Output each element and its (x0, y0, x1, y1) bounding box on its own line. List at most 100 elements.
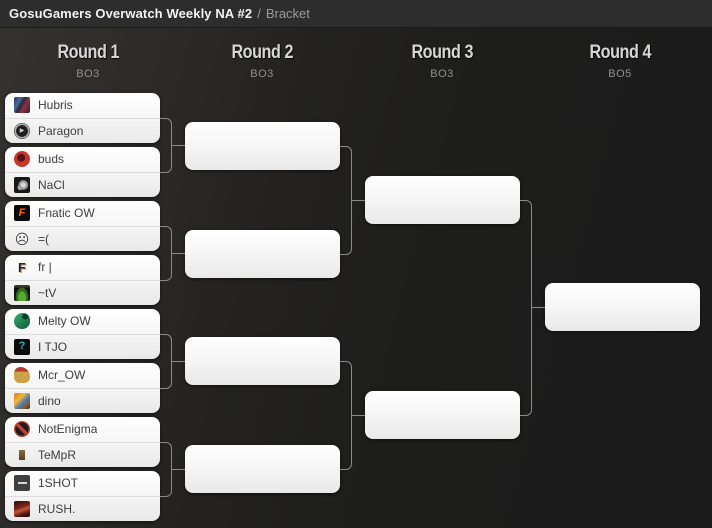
team-name: I TJO (38, 339, 68, 354)
round1-match-1[interactable]: Hubris ▶ Paragon (5, 93, 160, 143)
round3-slot-2 (365, 391, 520, 439)
fnatic-logo-icon: F (14, 205, 30, 222)
team-row: RUSH. (5, 497, 160, 522)
connector-bracket (160, 442, 172, 497)
connector-bracket (160, 334, 172, 389)
connector-bracket (520, 200, 532, 416)
team-row: Mcr_OW (5, 363, 160, 388)
round-4-format: BO5 (608, 68, 632, 80)
team-row: NotEnigma (5, 417, 160, 442)
tv-wing-logo-icon (14, 284, 30, 301)
round-2-header: Round 2 BO3 (174, 42, 350, 80)
breadcrumb: GosuGamers Overwatch Weekly NA #2 / Brac… (0, 0, 712, 28)
connector-stub (172, 361, 185, 362)
round-4-label: Round 4 (589, 42, 651, 63)
team-name: ~tV (38, 285, 57, 300)
team-name: Paragon (38, 123, 84, 138)
team-row: ~tV (5, 281, 160, 306)
team-name: fr | (38, 260, 52, 275)
team-row: ? I TJO (5, 335, 160, 360)
rush-logo-icon (14, 500, 30, 517)
round-2-format: BO3 (250, 68, 274, 80)
team-divider (5, 333, 160, 335)
round1-match-3[interactable]: F Fnatic OW ☹ =( (5, 201, 160, 251)
round1-match-4[interactable]: F fr | ~tV (5, 255, 160, 305)
team-divider (5, 171, 160, 173)
team-divider (5, 117, 160, 119)
connector-stub (172, 469, 185, 470)
round-3-header: Round 3 BO3 (354, 42, 530, 80)
round2-slot-1 (185, 122, 340, 170)
team-row: 1SHOT (5, 471, 160, 496)
team-divider (5, 387, 160, 389)
team-row: Melty OW (5, 309, 160, 334)
team-name: NotEnigma (38, 422, 98, 437)
team-row: ▶ Paragon (5, 119, 160, 144)
breadcrumb-separator: / (257, 6, 261, 21)
team-row: F fr | (5, 255, 160, 280)
connector-stub (352, 415, 365, 416)
team-name: NaCl (38, 177, 65, 192)
connector-stub (172, 253, 185, 254)
team-divider (5, 279, 160, 281)
team-name: dino (38, 393, 61, 408)
connector-stub (172, 145, 185, 146)
itjo-question-logo-icon: ? (14, 338, 30, 355)
round-3-format: BO3 (430, 68, 454, 80)
team-divider (5, 441, 160, 443)
notenigma-logo-icon (14, 421, 30, 438)
round2-slot-2 (185, 230, 340, 278)
paragon-logo-icon: ▶ (14, 122, 30, 139)
round1-match-6[interactable]: Mcr_OW dino (5, 363, 160, 413)
team-name: =( (38, 231, 50, 246)
hubris-logo-icon (14, 97, 30, 114)
team-name: Hubris (38, 98, 73, 113)
team-name: 1SHOT (38, 476, 79, 491)
tempr-logo-icon (14, 446, 30, 463)
round-4-header: Round 4 BO5 (532, 42, 708, 80)
team-name: TeMpR (38, 447, 77, 462)
team-row: ☹ =( (5, 227, 160, 252)
buds-logo-icon (14, 151, 30, 168)
round1-match-8[interactable]: 1SHOT RUSH. (5, 471, 160, 521)
round2-slot-4 (185, 445, 340, 493)
team-row: dino (5, 389, 160, 414)
team-row: Hubris (5, 93, 160, 118)
round-1-format: BO3 (76, 68, 100, 80)
connector-stub (352, 200, 365, 201)
team-name: RUSH. (38, 501, 76, 516)
breadcrumb-tournament-link[interactable]: GosuGamers Overwatch Weekly NA #2 (9, 6, 253, 21)
connector-bracket (340, 146, 352, 255)
round-1-label: Round 1 (57, 42, 119, 63)
team-name: buds (38, 152, 65, 167)
connector-bracket (340, 361, 352, 470)
team-name: Fnatic OW (38, 206, 95, 221)
nacl-logo-icon (14, 176, 30, 193)
round3-slot-1 (365, 176, 520, 224)
team-row: NaCl (5, 173, 160, 198)
team-row: F Fnatic OW (5, 201, 160, 226)
breadcrumb-section: Bracket (265, 6, 310, 21)
dino-logo-icon (14, 392, 30, 409)
round-1-header: Round 1 BO3 (0, 42, 176, 80)
fr-logo-icon: F (18, 259, 26, 275)
round1-match-5[interactable]: Melty OW ? I TJO (5, 309, 160, 359)
round1-match-7[interactable]: NotEnigma TeMpR (5, 417, 160, 467)
round1-match-2[interactable]: buds NaCl (5, 147, 160, 197)
round-3-label: Round 3 (411, 42, 473, 63)
round4-final-slot (545, 283, 700, 331)
connector-stub (532, 307, 545, 308)
round-2-label: Round 2 (231, 42, 293, 63)
melty-logo-icon (14, 313, 30, 330)
round2-slot-3 (185, 337, 340, 385)
team-name: Melty OW (38, 314, 91, 329)
team-row: TeMpR (5, 443, 160, 468)
team-divider (5, 495, 160, 497)
mcr-helmet-logo-icon (14, 367, 30, 384)
team-row: buds (5, 147, 160, 172)
connector-bracket (160, 118, 172, 173)
sad-face-logo-icon: ☹ (14, 230, 30, 247)
oneshot-logo-icon (14, 475, 30, 492)
team-divider (5, 225, 160, 227)
